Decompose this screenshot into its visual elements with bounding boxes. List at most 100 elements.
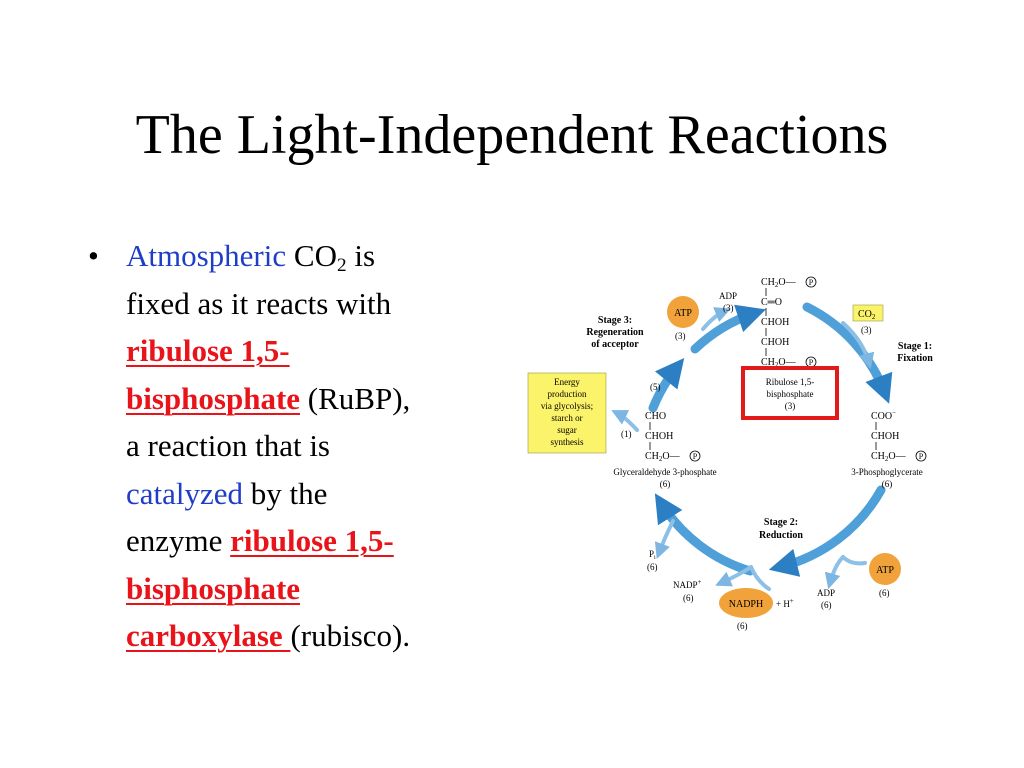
atp-bottom-count: (6) [879, 588, 890, 598]
rubp-label-count: (3) [785, 401, 796, 411]
cycle-arrows [648, 302, 893, 577]
stage3-label: Stage 3: [598, 315, 632, 326]
step-5-label: (5) [650, 382, 661, 392]
term-rubisco-part3: carboxylase [126, 618, 291, 653]
nadph-count: (6) [737, 621, 748, 631]
energy-line-5: sugar [557, 425, 577, 435]
bullet-line-8: bisphosphate [126, 565, 488, 613]
nadph-label: NADPH [729, 599, 763, 610]
cycle-arrow-reduction-bottom [654, 493, 755, 576]
text-by-the: by the [243, 475, 328, 511]
bullet-line-2: fixed as it reacts with [126, 285, 392, 321]
adp-top-count: (3) [723, 303, 734, 313]
energy-line-3: via glycolysis; [541, 401, 593, 411]
stage1-label: Stage 1: [898, 341, 932, 352]
atp-bottom: ATP (6) [869, 553, 901, 598]
text-is: is [346, 238, 376, 273]
pi-count: (6) [647, 562, 658, 572]
adp-bottom-label: ADP [817, 588, 835, 598]
bullet-line-1: Atmospheric CO2 is [126, 232, 488, 280]
phosphate-icon [805, 276, 817, 288]
stage3-name: Regeneration [586, 327, 644, 338]
adp-out-arrow-bottom [824, 555, 845, 590]
pga-count: (6) [882, 479, 893, 489]
stage3-name-2: of acceptor [591, 339, 639, 350]
calvin-cycle-diagram: CH2O— P C═O CHOH CHOH CH2O— P Ribulose 1… [527, 276, 933, 631]
svg-text:CH2O—: CH2O— [645, 451, 681, 463]
pga-name: 3-Phosphoglycerate [851, 467, 922, 477]
rubp-structure: CH2O— P C═O CHOH CHOH CH2O— P [761, 276, 817, 369]
step-1-label: (1) [621, 429, 632, 439]
slide-title: The Light-Independent Reactions [135, 104, 889, 166]
svg-text:CH2O—: CH2O— [761, 357, 797, 369]
rubp-choh-1: CHOH [761, 317, 789, 328]
cycle-arrow-reduction-right [768, 485, 886, 577]
adp-out-arrow-top [701, 307, 731, 331]
g3p-choh: CHOH [645, 431, 673, 442]
co2-input: CO2 (3) [852, 304, 884, 335]
phosphate-icon [689, 450, 701, 462]
nadph-in-arrow [749, 565, 771, 591]
svg-text:CO2: CO2 [858, 309, 876, 321]
adp-top-label: ADP [719, 291, 737, 301]
rubp-center-box: Ribulose 1,5- bisphosphate (3) [741, 366, 839, 420]
phosphate-icon [915, 450, 927, 462]
term-atmospheric: Atmospheric [126, 238, 287, 273]
energy-line-6: synthesis [550, 437, 584, 447]
text-rubisco: (rubisco). [290, 618, 411, 653]
co2-subscript: 2 [336, 254, 347, 276]
bullet-line-5: a reaction that is [126, 428, 330, 463]
atp-top: ATP (3) [667, 296, 699, 341]
pga-choh: CHOH [871, 431, 899, 442]
adp-top: ADP (3) [719, 291, 737, 313]
energy-line-4: starch or [551, 413, 582, 423]
pga-structure: COO− CHOH CH2O— P 3-Phosphoglycerate (6) [851, 409, 927, 489]
stage2-name: Reduction [759, 530, 803, 541]
term-rubp-part2: bisphosphate [126, 380, 301, 416]
text-enzyme: enzyme [126, 523, 231, 558]
svg-text:Pi: Pi [649, 549, 656, 561]
energy-line-1: Energy [554, 377, 580, 387]
atp-top-label: ATP [674, 308, 692, 319]
adp-bottom-count: (6) [821, 600, 832, 610]
text-rubp-abbrev: (RuBP), [300, 380, 411, 416]
svg-text:CH2O—: CH2O— [761, 277, 797, 289]
rubp-choh-2: CHOH [761, 337, 789, 348]
phosphate-p: P [809, 278, 814, 287]
phosphate-p: P [919, 452, 924, 461]
pi-out-arrow [654, 519, 675, 559]
nadp: NADP+ (6) [673, 578, 702, 603]
bullet-line-7: enzyme ribulose 1,5- [126, 517, 488, 565]
adp-bottom: ADP (6) [817, 588, 835, 610]
bullet-marker: • [88, 238, 99, 273]
svg-text:CH2O—: CH2O— [871, 451, 907, 463]
co2-in-arrow [841, 321, 875, 370]
stage-labels: Stage 1: Fixation Stage 2: Reduction Sta… [586, 315, 933, 541]
svg-text:NADP+: NADP+ [673, 578, 702, 590]
energy-line-2: production [548, 389, 587, 399]
side-arrows [611, 307, 875, 591]
stage2-label: Stage 2: [764, 517, 798, 528]
rubp-label-1: Ribulose 1,5- [766, 377, 815, 387]
energy-out-arrow [611, 410, 639, 432]
bullet-line-4: bisphosphate (RuBP), [126, 375, 488, 423]
stage1-name: Fixation [897, 353, 933, 364]
rubp-carbonyl: C═O [761, 297, 782, 308]
g3p-name: Glyceraldehyde 3-phosphate [613, 467, 716, 477]
svg-text:COO−: COO− [871, 409, 896, 422]
g3p-structure: CHO CHOH CH2O— P Glyceraldehyde 3-phosph… [613, 411, 716, 489]
atp-top-count: (3) [675, 331, 686, 341]
cycle-arrow-regeneration-lower [648, 358, 685, 413]
term-rubisco-part2: bisphosphate [126, 570, 301, 606]
co2-count: (3) [861, 325, 872, 335]
svg-text:+ H+: + H+ [776, 597, 794, 609]
cycle-arrow-regeneration-upper [690, 304, 766, 354]
bullet-text: Atmospheric CO2 is fixed as it reacts wi… [126, 232, 488, 660]
atp-in-arrow-bottom [841, 555, 867, 566]
term-rubp-part1: ribulose 1,5- [126, 333, 290, 368]
cycle-arrow-fixation [802, 302, 893, 404]
energy-production-box: Energy production via glycolysis; starch… [527, 372, 607, 454]
phosphate-p: P [809, 358, 814, 367]
nadp-out-arrow [715, 565, 753, 587]
nadph: NADPH + H+ (6) [719, 588, 794, 631]
